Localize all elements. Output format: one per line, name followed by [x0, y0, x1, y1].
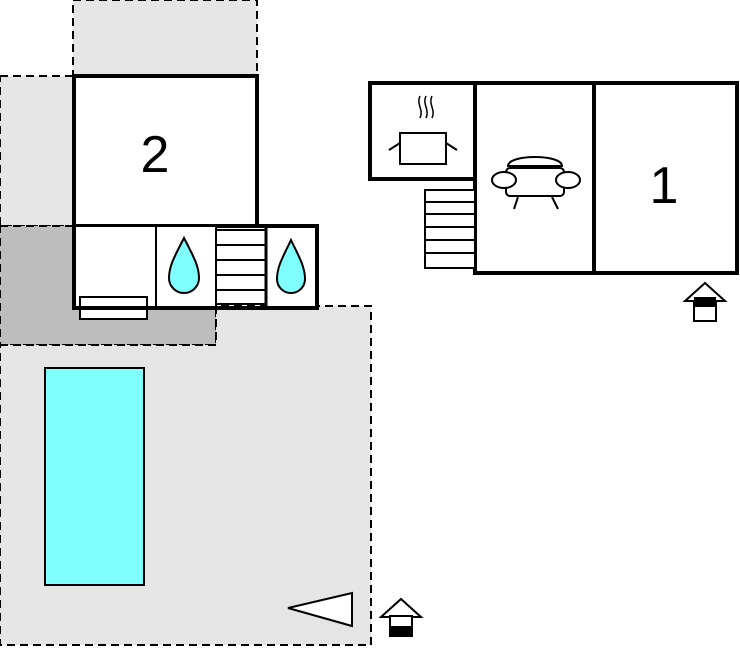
- room-number-1: 1: [650, 157, 679, 215]
- swimming-pool: [44, 367, 145, 586]
- right-building: 1: [368, 81, 739, 275]
- house-entrance-icon: [378, 597, 424, 637]
- bedroom-1: [592, 81, 739, 275]
- viewpoint-triangle-icon: [287, 591, 353, 628]
- stairs-icon: [215, 229, 267, 305]
- left-building: 2: [72, 74, 319, 320]
- bed-alcove: [73, 225, 157, 309]
- sofa-icon: [491, 156, 581, 210]
- stairs-icon: [424, 189, 476, 269]
- room-number-2: 2: [141, 126, 170, 184]
- house-entrance-icon: [682, 281, 728, 322]
- water-drop-icon: [275, 237, 307, 294]
- cooking-pot-icon: [388, 95, 458, 165]
- terrace-left: [0, 75, 75, 227]
- wall-outline: [72, 224, 319, 310]
- water-drop-icon: [167, 235, 201, 294]
- terrace-top: [72, 0, 258, 77]
